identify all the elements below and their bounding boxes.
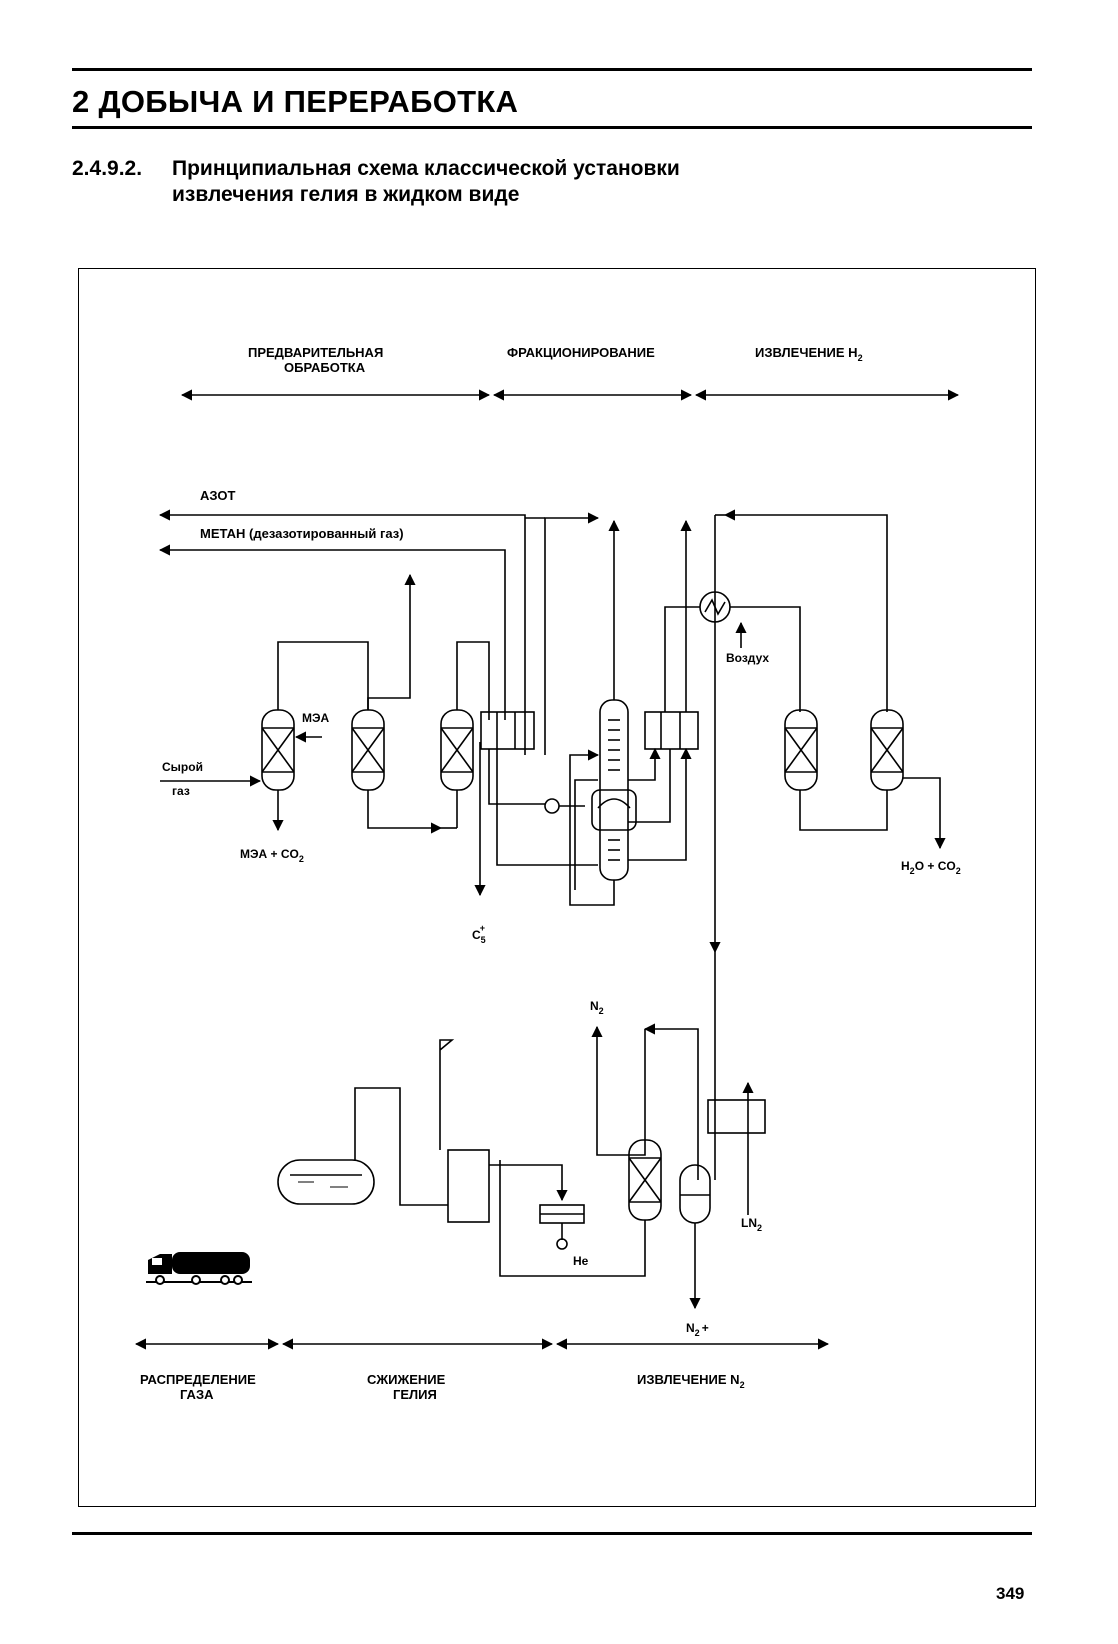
helium-compressor [539,1204,585,1250]
column-to-ex2-right [628,747,692,861]
label-methane: МЕТАН (дезазотированный газ) [200,526,404,541]
label-h2o-co2: H2O + CO2 [901,859,961,876]
page-number: 349 [996,1584,1025,1603]
column-boil [628,749,671,823]
section-number: 2.4.9.2. [72,157,143,180]
n2-vent [591,1025,646,1156]
regenerator-to-dryer [367,790,443,834]
exchanger-loop-right [730,606,801,712]
label-air: Воздух [726,651,769,665]
ln2-exchanger [707,1099,766,1134]
h2o-co2-outlet [903,777,946,850]
column-side-to-ex2 [628,747,661,781]
label-nitrogen: АЗОТ [200,488,235,503]
stage-n2-removal: ИЗВЛЕЧЕНИЕ N2 [637,1372,745,1390]
regenerator-vent [367,573,416,710]
pump [544,798,585,814]
methane-line [158,544,506,720]
stage-distribution-line2: ГАЗА [180,1387,214,1402]
h2-top-return [723,509,888,712]
exchanger1-to-column [488,749,545,805]
liquefier-to-compressor [489,1164,568,1202]
h2-dryers-bottom [799,790,888,831]
heat-exchanger-2 [644,711,699,750]
h2-dryer-1 [784,709,818,791]
stage-pretreatment-line1: ПРЕДВАРИТЕЛЬНАЯ [248,345,383,360]
return-to-exchanger1 [544,512,600,755]
liquefier-to-storage [354,1087,448,1206]
label-mea-co2: МЭА + CO2 [240,847,304,864]
footer-rule [72,1532,1032,1535]
label-raw-gas-line2: газ [172,784,190,798]
stage-pretreatment-line2: ОБРАБОТКА [284,360,366,375]
exchanger-loop-left [664,606,700,712]
section-title-line2: извлечения гелия в жидком виде [172,183,520,206]
section-title-line1: Принципиальная схема классической устано… [172,157,680,180]
h2-dryer-2 [870,709,904,791]
label-raw-gas-line1: Сырой [162,760,203,774]
label-n2-top: N2 [590,999,604,1016]
diagram-frame [78,268,1036,1507]
stage-distribution-line1: РАСПРЕДЕЛЕНИЕ [140,1372,256,1387]
header-top-rule [72,68,1032,71]
column-reflux [574,779,598,890]
absorber-to-regenerator [277,641,369,710]
liquefier-coldbox [447,1149,490,1223]
helium-storage-tank [277,1159,375,1205]
n2-separator [679,1164,711,1224]
stage-liquefaction-line1: СЖИЖЕНИЕ [367,1372,446,1387]
nitrogen-line [158,509,526,755]
adsorber-to-liquefier [499,1160,646,1277]
label-he: He [573,1254,589,1268]
fractionation-column [591,699,637,881]
heat-exchanger-1 [480,711,535,750]
stage-h2-removal: ИЗВЛЕЧЕНИЕ H2 [755,345,863,363]
dryer-to-exchanger [456,641,490,720]
label-n2-plus: N2+ [686,1321,709,1338]
header-bottom-rule [72,126,1032,129]
chapter-title: 2 ДОБЫЧА И ПЕРЕРАБОТКА [72,84,519,119]
column-feed [569,749,600,806]
tanker-truck-icon [146,1252,252,1285]
mea-absorber [261,709,295,791]
vent-stack [439,1039,455,1150]
dryer-vessel [440,709,474,791]
label-ln2: LN2 [741,1216,762,1233]
label-c5: C5+ [472,923,486,945]
n2-top-return [643,1023,699,1180]
regenerator-vessel [351,709,385,791]
exchanger1-bottom-return [496,749,598,866]
column-bottoms-loop [569,806,615,906]
stage-fractionation: ФРАКЦИОНИРОВАНИЕ [507,345,655,360]
stage-liquefaction-line2: ГЕЛИЯ [393,1387,437,1402]
label-mea: МЭА [302,711,330,725]
